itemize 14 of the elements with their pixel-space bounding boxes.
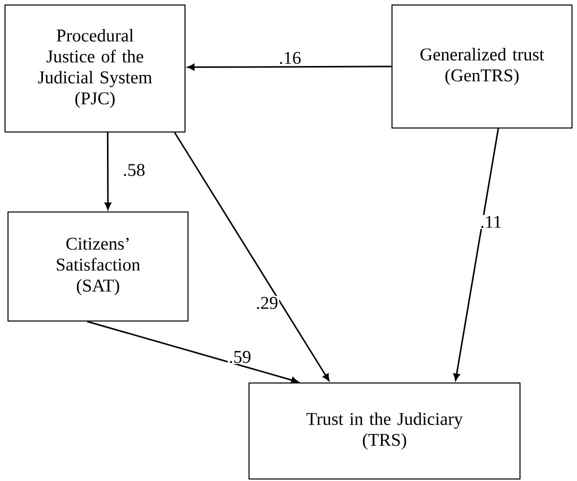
variable-box: Trust in the Judiciary (TRS) bbox=[248, 382, 520, 480]
arrow bbox=[453, 128, 500, 381]
arrow bbox=[174, 132, 330, 381]
variable-box: Procedural Justice of the Judicial System (PJC) bbox=[4, 4, 186, 132]
path-coefficient: .58 bbox=[122, 162, 146, 178]
arrow bbox=[187, 64, 392, 70]
variable-box: Generalized trust (GenTRS) bbox=[392, 4, 572, 128]
path-coefficient: .16 bbox=[278, 50, 302, 66]
arrow bbox=[104, 132, 112, 210]
variable-box: Citizens’ Satisfaction (SAT) bbox=[8, 212, 188, 322]
path-coefficient: .59 bbox=[228, 350, 252, 364]
path-coefficient: .11 bbox=[479, 214, 503, 230]
path-coefficient: .29 bbox=[254, 296, 280, 310]
arrow bbox=[86, 320, 298, 384]
